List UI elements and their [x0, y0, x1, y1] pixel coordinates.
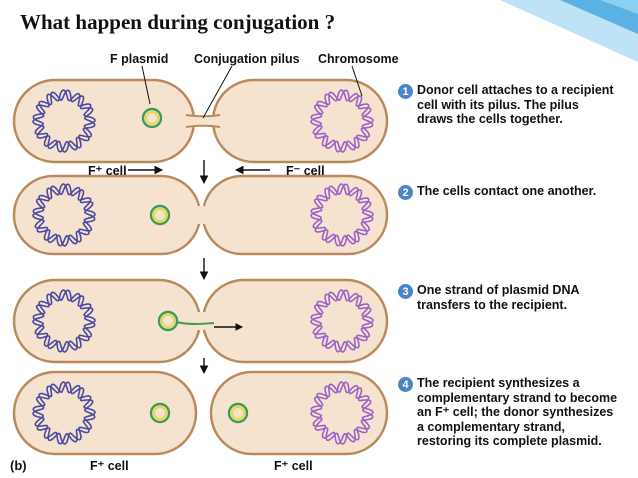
- donor-chromosome: [32, 381, 96, 445]
- f-plus-cell-right: [209, 370, 389, 456]
- donor-cell: [12, 278, 202, 364]
- page-title: What happen during conjugation ?: [20, 10, 336, 34]
- step-3: 3 One strand of plasmid DNA transfers to…: [398, 283, 580, 312]
- donor-chromosome: [32, 289, 96, 353]
- dna-strand: [175, 321, 215, 325]
- f-minus-cell-label: F⁻ cell: [286, 164, 325, 178]
- step-1: 1 Donor cell attaches to a recipient cel…: [398, 83, 614, 127]
- recipient-chromosome: [310, 183, 374, 247]
- recipient-chromosome: [310, 89, 374, 153]
- step-number: 4: [398, 377, 413, 392]
- recipient-cell: [201, 278, 389, 364]
- f-plasmid-label: F plasmid: [110, 52, 169, 66]
- f-plus-cell-bottom-right: F⁺ cell: [274, 459, 313, 473]
- recipient-chromosome: [310, 289, 374, 353]
- step-text: The cells contact one another.: [417, 184, 597, 198]
- donor-chromosome: [32, 89, 96, 153]
- donor-chromosome: [32, 183, 96, 247]
- step-number: 2: [398, 185, 413, 200]
- corner-decoration: [500, 0, 638, 62]
- f-plasmid: [141, 107, 163, 129]
- recipient-cell: [201, 174, 389, 256]
- f-plasmid: [157, 310, 179, 332]
- step-text: Donor cell attaches to a recipient cell …: [417, 83, 614, 126]
- step-text: The recipient synthesizes a complementar…: [417, 376, 618, 448]
- f-plasmid: [149, 204, 171, 226]
- conjugation-pilus: [186, 115, 220, 127]
- f-plus-cell-bottom-left: F⁺ cell: [90, 459, 129, 473]
- f-plus-cell-label: F⁺ cell: [88, 164, 127, 178]
- donor-cell: [12, 78, 196, 164]
- recipient-chromosome: [310, 381, 374, 445]
- f-plasmid-donor: [149, 402, 171, 424]
- step-2: 2 The cells contact one another.: [398, 184, 596, 200]
- panel-label: (b): [10, 458, 27, 473]
- donor-cell: [12, 174, 202, 256]
- step-4: 4 The recipient synthesizes a complement…: [398, 376, 617, 449]
- step-text: One strand of plasmid DNA transfers to t…: [417, 283, 580, 312]
- pilus-label: Conjugation pilus: [194, 52, 300, 66]
- step-number: 3: [398, 284, 413, 299]
- f-plasmid-recipient: [227, 402, 249, 424]
- chromosome-label: Chromosome: [318, 52, 399, 66]
- step-number: 1: [398, 84, 413, 99]
